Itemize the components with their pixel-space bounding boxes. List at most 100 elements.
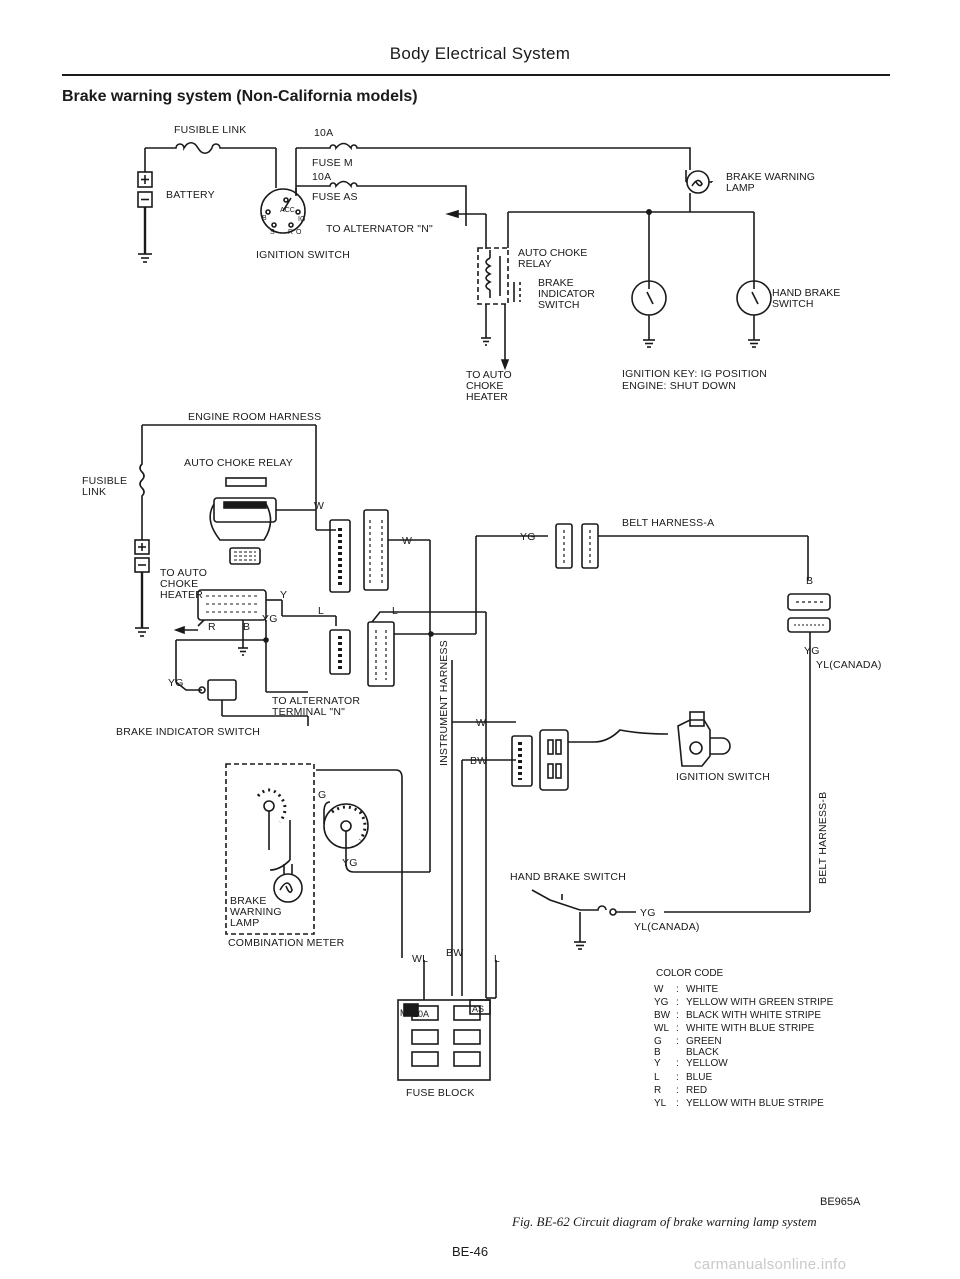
lbl-wire-wl: WL (412, 953, 428, 965)
lbl-wire-yg-1: YG (262, 613, 278, 625)
lbl-fuse-as: FUSE AS (312, 191, 358, 203)
cc-desc-1: YELLOW WITH GREEN STRIPE (686, 997, 834, 1008)
lbl-brake-warning-lamp: BRAKE WARNING LAMP (726, 172, 815, 194)
lbl-ign-b: B (262, 215, 267, 222)
lbl-heater: HEATER (160, 589, 203, 601)
cc-desc-7: BLUE (686, 1072, 712, 1083)
lbl-choke: CHOKE (160, 578, 198, 590)
brake-warning-lamp-icon (686, 170, 710, 194)
lbl-lamp: LAMP (230, 917, 259, 929)
cc-code-0: W (654, 984, 664, 995)
lbl-terminal-n: TERMINAL "N" (272, 706, 345, 718)
figure-code: BE965A (820, 1196, 861, 1208)
cc-code-6: Y (654, 1058, 661, 1069)
cc-code-9: YL (654, 1098, 667, 1109)
wiring-layout (134, 424, 831, 1081)
cc-code-3: WL (654, 1023, 669, 1034)
lbl-fusible: FUSIBLE (82, 475, 127, 487)
lbl-instrument-harness: INSTRUMENT HARNESS (438, 640, 450, 766)
lbl-engine-note: ENGINE: SHUT DOWN (622, 380, 736, 392)
lbl-hand-brake-switch: HAND BRAKE SWITCH (772, 288, 841, 310)
lbl-battery: BATTERY (166, 189, 215, 201)
lbl-link: LINK (82, 486, 106, 498)
section-title: Brake warning system (Non-California mod… (62, 88, 418, 105)
cc-desc-4: GREEN (686, 1036, 722, 1047)
cc-desc-0: WHITE (686, 984, 719, 995)
svg-text::: : (676, 1072, 679, 1083)
svg-text::: : (676, 997, 679, 1008)
lbl-ign-o: O (296, 229, 302, 236)
lbl-brake-indicator-switch-2: BRAKE INDICATOR SWITCH (116, 726, 260, 738)
top-schematic (137, 141, 772, 371)
cc-desc-2: BLACK WITH WHITE STRIPE (686, 1010, 821, 1021)
lbl-to-alternator-terminal: TO ALTERNATOR (272, 695, 360, 707)
cc-code-8: R (654, 1085, 661, 1096)
cc-desc-5: BLACK (686, 1047, 719, 1058)
cc-code-5: B (654, 1047, 661, 1058)
svg-text::: : (676, 1023, 679, 1034)
lbl-ign-acc: ACC (280, 207, 295, 214)
svg-text::: : (676, 1036, 679, 1047)
lbl-combination-meter: COMBINATION METER (228, 937, 345, 949)
lbl-wire-w-3: W (476, 717, 486, 729)
color-code-title: COLOR CODE (656, 968, 724, 979)
svg-text::: : (676, 1010, 679, 1021)
cc-desc-8: RED (686, 1085, 707, 1096)
watermark: carmanualsonline.info (694, 1256, 847, 1273)
lbl-fuse-10a: 10A (413, 1009, 429, 1019)
fuse-block-icon (397, 999, 491, 1081)
lbl-ign-r: R (288, 229, 293, 236)
lbl-wire-yg-3: YG (520, 531, 536, 543)
lbl-fuse-m: FUSE M (312, 157, 353, 169)
lbl-wire-yg-6: YG (342, 857, 358, 869)
relay-connector-icon (197, 589, 267, 621)
lbl-ign-s: S (270, 229, 275, 236)
lbl-to-auto: TO AUTO (160, 567, 207, 579)
cc-code-4: G (654, 1036, 662, 1047)
cc-code-7: L (654, 1072, 660, 1083)
lbl-hand-brake-switch-2: HAND BRAKE SWITCH (510, 871, 626, 883)
connector-2a-icon (329, 629, 351, 675)
lbl-wire-l-3: L (494, 953, 500, 965)
lbl-auto-choke-relay: AUTO CHOKE RELAY (518, 248, 588, 270)
cc-code-1: YG (654, 997, 669, 1008)
fusible-link-2-icon (139, 458, 145, 506)
combination-meter-icon (225, 763, 315, 935)
lbl-wire-bw: BW (470, 755, 487, 767)
ignition-connector-b-icon (539, 729, 569, 791)
lbl-ignition-key-note: IGNITION KEY: IG POSITION (622, 368, 767, 380)
brake-indicator-switch-2-icon (207, 679, 237, 701)
lbl-engine-room-harness: ENGINE ROOM HARNESS (188, 411, 321, 423)
lbl-warning: WARNING (230, 906, 282, 918)
lbl-wire-yg-2: YG (168, 677, 184, 689)
lbl-belt-harness-a: BELT HARNESS-A (622, 517, 714, 529)
ignition-switch-3-icon (677, 719, 711, 767)
lbl-brake-indicator-switch: BRAKE INDICATOR SWITCH (538, 278, 595, 311)
lbl-yl-canada-1: YL(CANADA) (816, 659, 882, 671)
lbl-wire-y: Y (280, 589, 287, 601)
lbl-10a-b: 10A (312, 171, 331, 183)
page-number: BE-46 (452, 1244, 489, 1259)
connector-1a-icon (329, 519, 351, 593)
lbl-ign-ig: IG (298, 216, 305, 223)
cc-desc-9: YELLOW WITH BLUE STRIPE (686, 1098, 824, 1109)
ignition-switch-icon (260, 188, 306, 234)
figure-caption: Fig. BE-62 Circuit diagram of brake warn… (512, 1214, 817, 1229)
meter-warning-lamp-icon (273, 873, 303, 903)
svg-text::: : (676, 984, 679, 995)
lbl-wire-b-1: B (243, 621, 250, 633)
belt-connector-b-icon (787, 593, 831, 611)
header-rule (62, 74, 890, 76)
lbl-ignition-switch: IGNITION SWITCH (256, 249, 350, 261)
lbl-wire-yg-4: YG (804, 645, 820, 657)
cc-desc-6: YELLOW (686, 1058, 728, 1069)
svg-text::: : (676, 1085, 679, 1096)
lbl-wire-r: R (208, 621, 216, 633)
lbl-to-alternator: TO ALTERNATOR "N" (326, 223, 433, 235)
hand-brake-lever-icon (531, 889, 607, 911)
lbl-fuse-block: FUSE BLOCK (406, 1087, 475, 1099)
lbl-wire-b-2: B (806, 575, 813, 587)
lbl-to-auto-choke-heater: TO AUTO CHOKE HEATER (466, 370, 512, 400)
cc-desc-3: WHITE WITH BLUE STRIPE (686, 1023, 815, 1034)
color-code-legend: COLOR CODE W: WHITE YG: YELLOW WITH GREEN … (654, 968, 834, 1109)
